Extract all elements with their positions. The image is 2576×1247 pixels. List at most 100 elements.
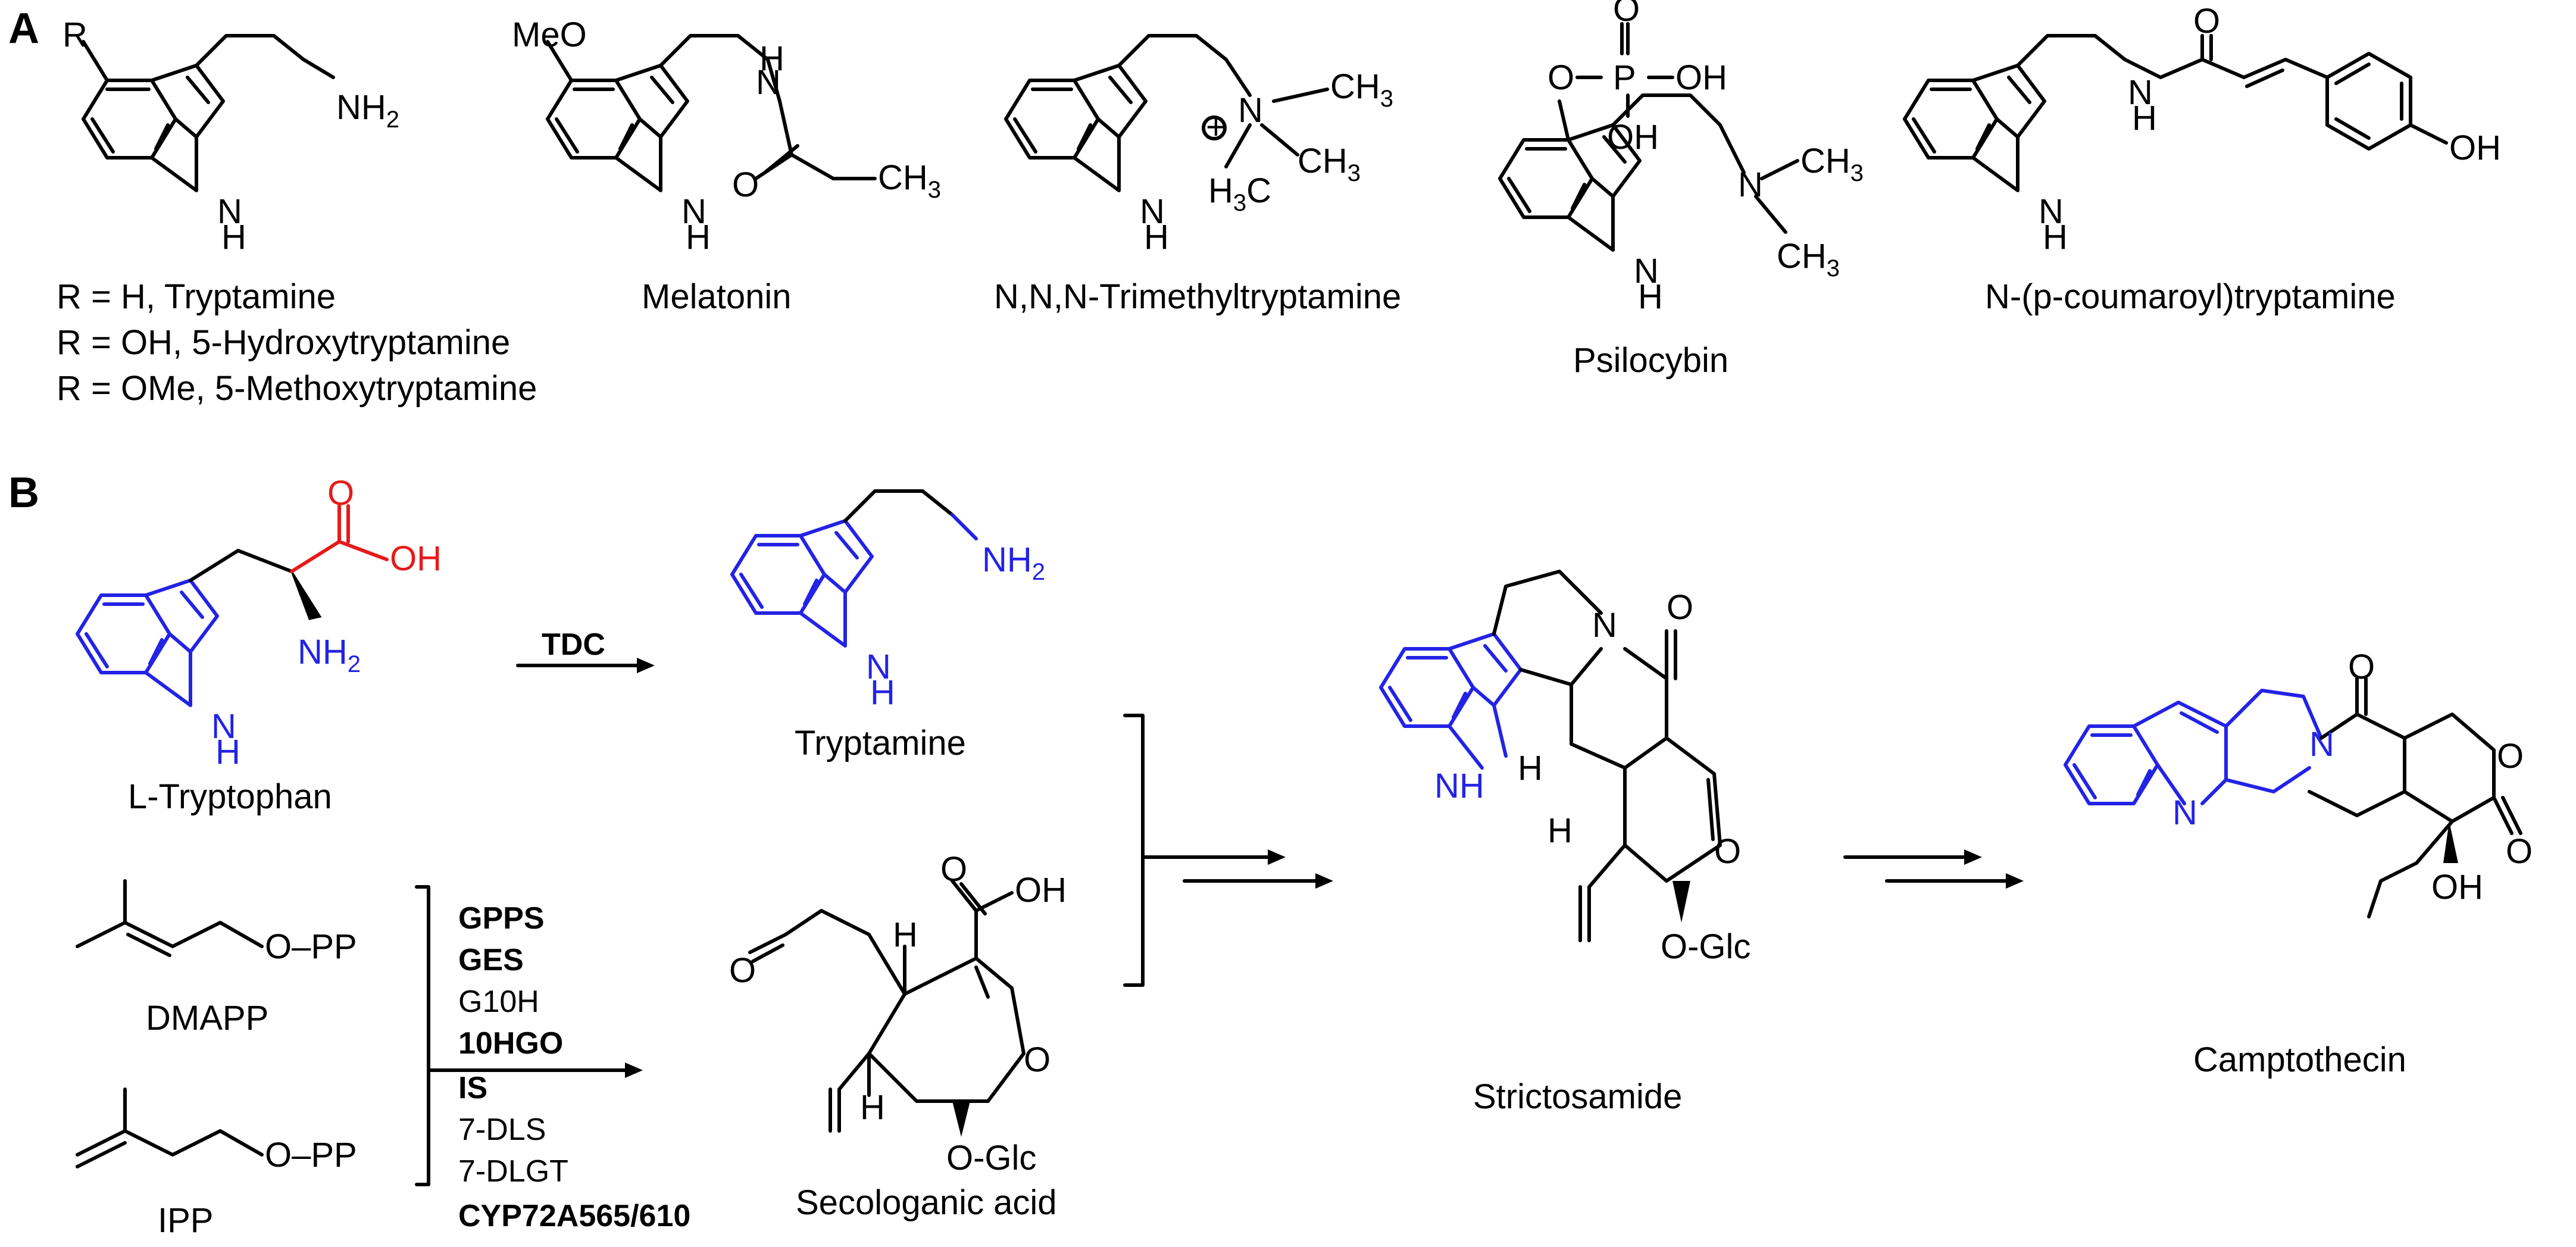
lactone-carbonyl-o: O (2506, 832, 2533, 871)
enzyme-list: GPPS GES G10H 10HGO IS 7-DLS 7-DLGT CYP7… (458, 901, 690, 1233)
indole-nh: N (1140, 192, 1165, 231)
l-tryptophan-label: L-Tryptophan (128, 777, 332, 816)
methyl-3: H3C (1208, 171, 1271, 216)
indole-h: H (870, 673, 895, 712)
structure-l-tryptophan: O OH NH2 N H (76, 474, 442, 771)
structure-strictosamide: NH N O H H O O-Glc (1379, 570, 1750, 966)
amine-n: N (1738, 165, 1763, 204)
meo-group: MeO (512, 15, 587, 54)
dmapp-label: DMAPP (146, 999, 268, 1037)
structure-tryptamine-b: NH2 N H (730, 489, 1045, 712)
indole-nh: N (681, 192, 706, 231)
tryptamine-r-ome: R = OMe, 5-Methoxytryptamine (57, 369, 537, 408)
quaternary-n: N (1238, 91, 1263, 130)
quinoline-n: N (2172, 793, 2197, 832)
ipp-label: IPP (158, 1201, 214, 1240)
lactam-o: O (2348, 648, 2375, 686)
carbonyl-o: O (2193, 2, 2220, 40)
acetyl-ch3: CH3 (878, 158, 941, 203)
alpha-nh2: NH2 (298, 633, 361, 677)
amide-h: H (759, 39, 784, 78)
tryptamine-b-label: Tryptamine (795, 724, 966, 762)
convergence-bracket (1123, 714, 1333, 987)
structure-dmapp: O–PP (76, 879, 357, 966)
coumaroyltryptamine-label: N-(p-coumaroyl)tryptamine (1985, 277, 2396, 316)
mep-bracket (415, 885, 643, 1186)
methyl-2: CH3 (1298, 142, 1361, 186)
structure-secologanic-acid: O O OH H H O O-Glc (729, 850, 1067, 1177)
carbonyl-o: O (1667, 588, 1693, 627)
psilocybin-label: Psilocybin (1573, 341, 1728, 380)
dmapp-opp: O–PP (265, 927, 357, 966)
structure-coumaroyltryptamine: N H O OH N H (1903, 2, 2501, 257)
stereo-h-2: H (860, 1088, 885, 1127)
phosphate-oh-1: OH (1675, 58, 1727, 97)
indole-n: N (866, 648, 891, 686)
stereo-h-1: H (1548, 811, 1573, 850)
enzyme-7dls: 7-DLS (458, 1112, 546, 1147)
phosphate-oh-2: OH (1607, 118, 1659, 157)
indole-n: N (211, 707, 236, 746)
panel-label-a: A (8, 5, 39, 52)
tryptamine-r-h: R = H, Tryptamine (57, 277, 336, 316)
stereo-wedge (290, 571, 322, 620)
indole-h: H (1144, 218, 1169, 257)
carboxyl-o: O (940, 850, 967, 889)
carboxyl-o: O (327, 474, 354, 512)
structure-camptothecin: N N O O O OH (2064, 648, 2533, 918)
trimethyltryptamine-label: N,N,N-Trimethyltryptamine (994, 277, 1401, 316)
amide-n: N (756, 63, 781, 102)
methyl-1: CH3 (1800, 142, 1864, 186)
aldehyde-o: O (729, 951, 756, 990)
phosphate-o-double: O (1613, 0, 1640, 29)
amide-n: N (1592, 606, 1617, 645)
indole-nh: N (1634, 252, 1659, 290)
stereo-h-2: H (1518, 749, 1543, 787)
indole-h: H (2043, 218, 2068, 257)
phosphorus: P (1613, 58, 1636, 97)
lactam-n: N (2309, 725, 2334, 764)
methyl-2: CH3 (1777, 237, 1840, 282)
strictosamide-label: Strictosamide (1473, 1077, 1682, 1116)
o-glc: O-Glc (1661, 927, 1750, 966)
ring-o: O (1714, 832, 1741, 871)
positive-charge: + (1206, 108, 1226, 146)
indole-h: H (221, 218, 246, 257)
enzyme-gpps: GPPS (458, 901, 545, 936)
phenol-oh: OH (2449, 129, 2501, 167)
charge-circle (1202, 115, 1227, 140)
lactone-ring-o: O (2497, 737, 2524, 776)
secologanic-acid-label: Secologanic acid (796, 1183, 1057, 1222)
camptothecin-label: Camptothecin (2193, 1040, 2406, 1079)
r-atom: R (62, 15, 87, 54)
enzyme-ges: GES (458, 943, 524, 977)
panel-label-b: B (8, 469, 39, 517)
carboxyl-oh: OH (390, 539, 442, 578)
indole-h: H (1638, 277, 1663, 316)
enzyme-10hgo: 10HGO (458, 1026, 563, 1061)
amide-h: H (2132, 99, 2157, 137)
nh2-atom: NH2 (336, 88, 399, 133)
methyl-1: CH3 (1330, 67, 1393, 112)
indole-nh: N (217, 192, 242, 231)
tdc-enzyme: TDC (542, 627, 605, 662)
indole-h: H (215, 733, 240, 771)
carboxyl-oh: OH (1015, 871, 1067, 910)
tryptamine-r-oh: R = OH, 5-Hydroxytryptamine (57, 323, 510, 362)
nh2-atom: NH2 (982, 540, 1045, 585)
stereo-h-1: H (893, 915, 918, 954)
enzyme-cyp72a565: CYP72A565/610 (458, 1199, 690, 1233)
enzyme-g10h: G10H (458, 985, 539, 1019)
melatonin-label: Melatonin (642, 277, 791, 316)
ring-o: O (1024, 1040, 1051, 1079)
ipp-opp: O–PP (265, 1136, 357, 1174)
multistep-arrows (1843, 849, 2024, 889)
tertiary-oh: OH (2431, 868, 2483, 907)
indole-h: H (686, 218, 711, 257)
enzyme-is: IS (458, 1071, 487, 1105)
structure-psilocybin: O P O OH OH N CH3 CH3 N H (1498, 0, 1864, 316)
phosphate-o-link: O (1548, 58, 1574, 97)
carbonyl-o: O (732, 165, 759, 204)
structure-tryptamines: R NH2 N H (62, 15, 399, 257)
